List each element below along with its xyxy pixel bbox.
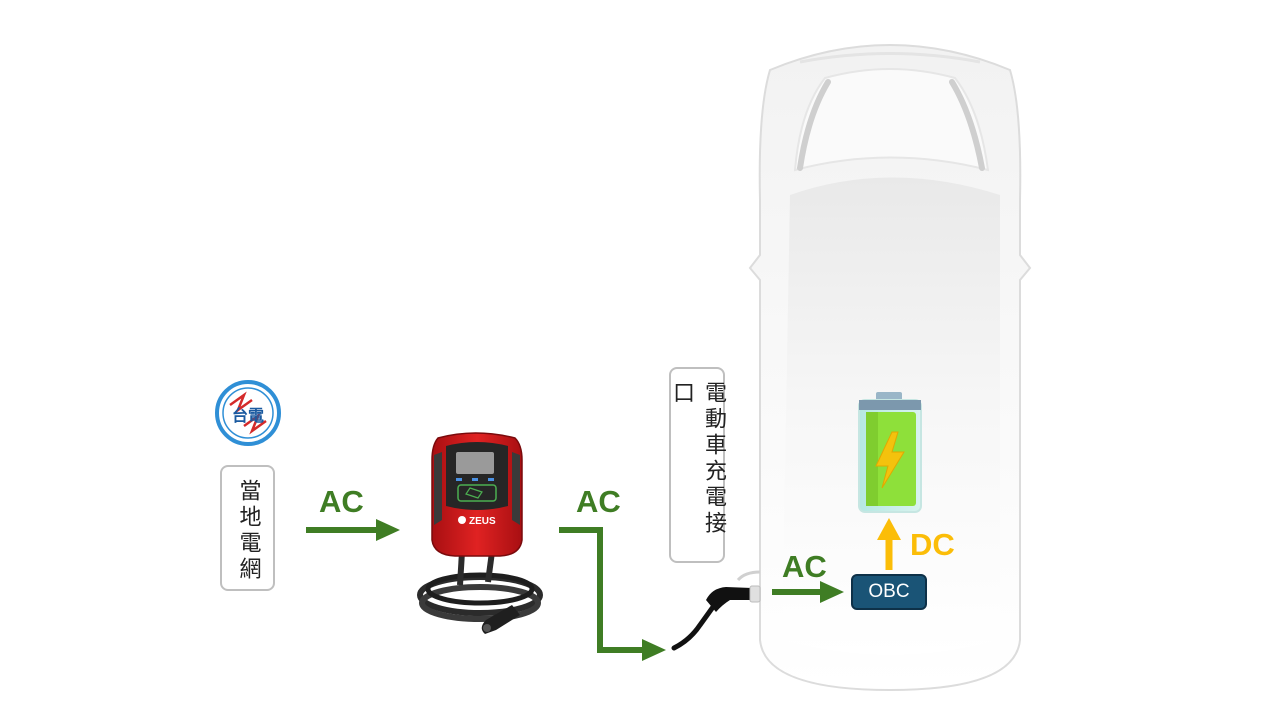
- obc-label: OBC: [868, 581, 910, 602]
- charger-brand-text: ZEUS: [469, 516, 496, 527]
- car-top-view: [748, 44, 1032, 692]
- taipower-logo-text: 台電: [232, 406, 264, 425]
- dc-arrow-obc-to-battery: [877, 518, 901, 570]
- ac-label-grid: AC: [319, 484, 364, 519]
- obc-box: OBC: [851, 574, 927, 610]
- ac-label-inlet: AC: [782, 549, 827, 584]
- grid-label: 當地電網: [235, 479, 261, 583]
- taipower-logo-icon: 台電: [215, 380, 281, 446]
- ac-arrow-grid-to-charger: [306, 519, 400, 541]
- charging-connector-icon: [671, 570, 761, 651]
- ac-label-charger: AC: [576, 484, 621, 519]
- ev-charger-icon: ZEUS: [417, 432, 543, 634]
- battery-icon: [858, 392, 922, 513]
- grid-label-box: 當地電網: [220, 465, 275, 591]
- inlet-label: 電動車充電接口: [669, 381, 726, 537]
- inlet-label-box: 電動車充電接口: [669, 367, 726, 563]
- ac-arrow-charger-to-inlet: [559, 527, 666, 661]
- dc-label: DC: [910, 527, 955, 562]
- ac-arrow-inlet-to-obc: [772, 581, 844, 603]
